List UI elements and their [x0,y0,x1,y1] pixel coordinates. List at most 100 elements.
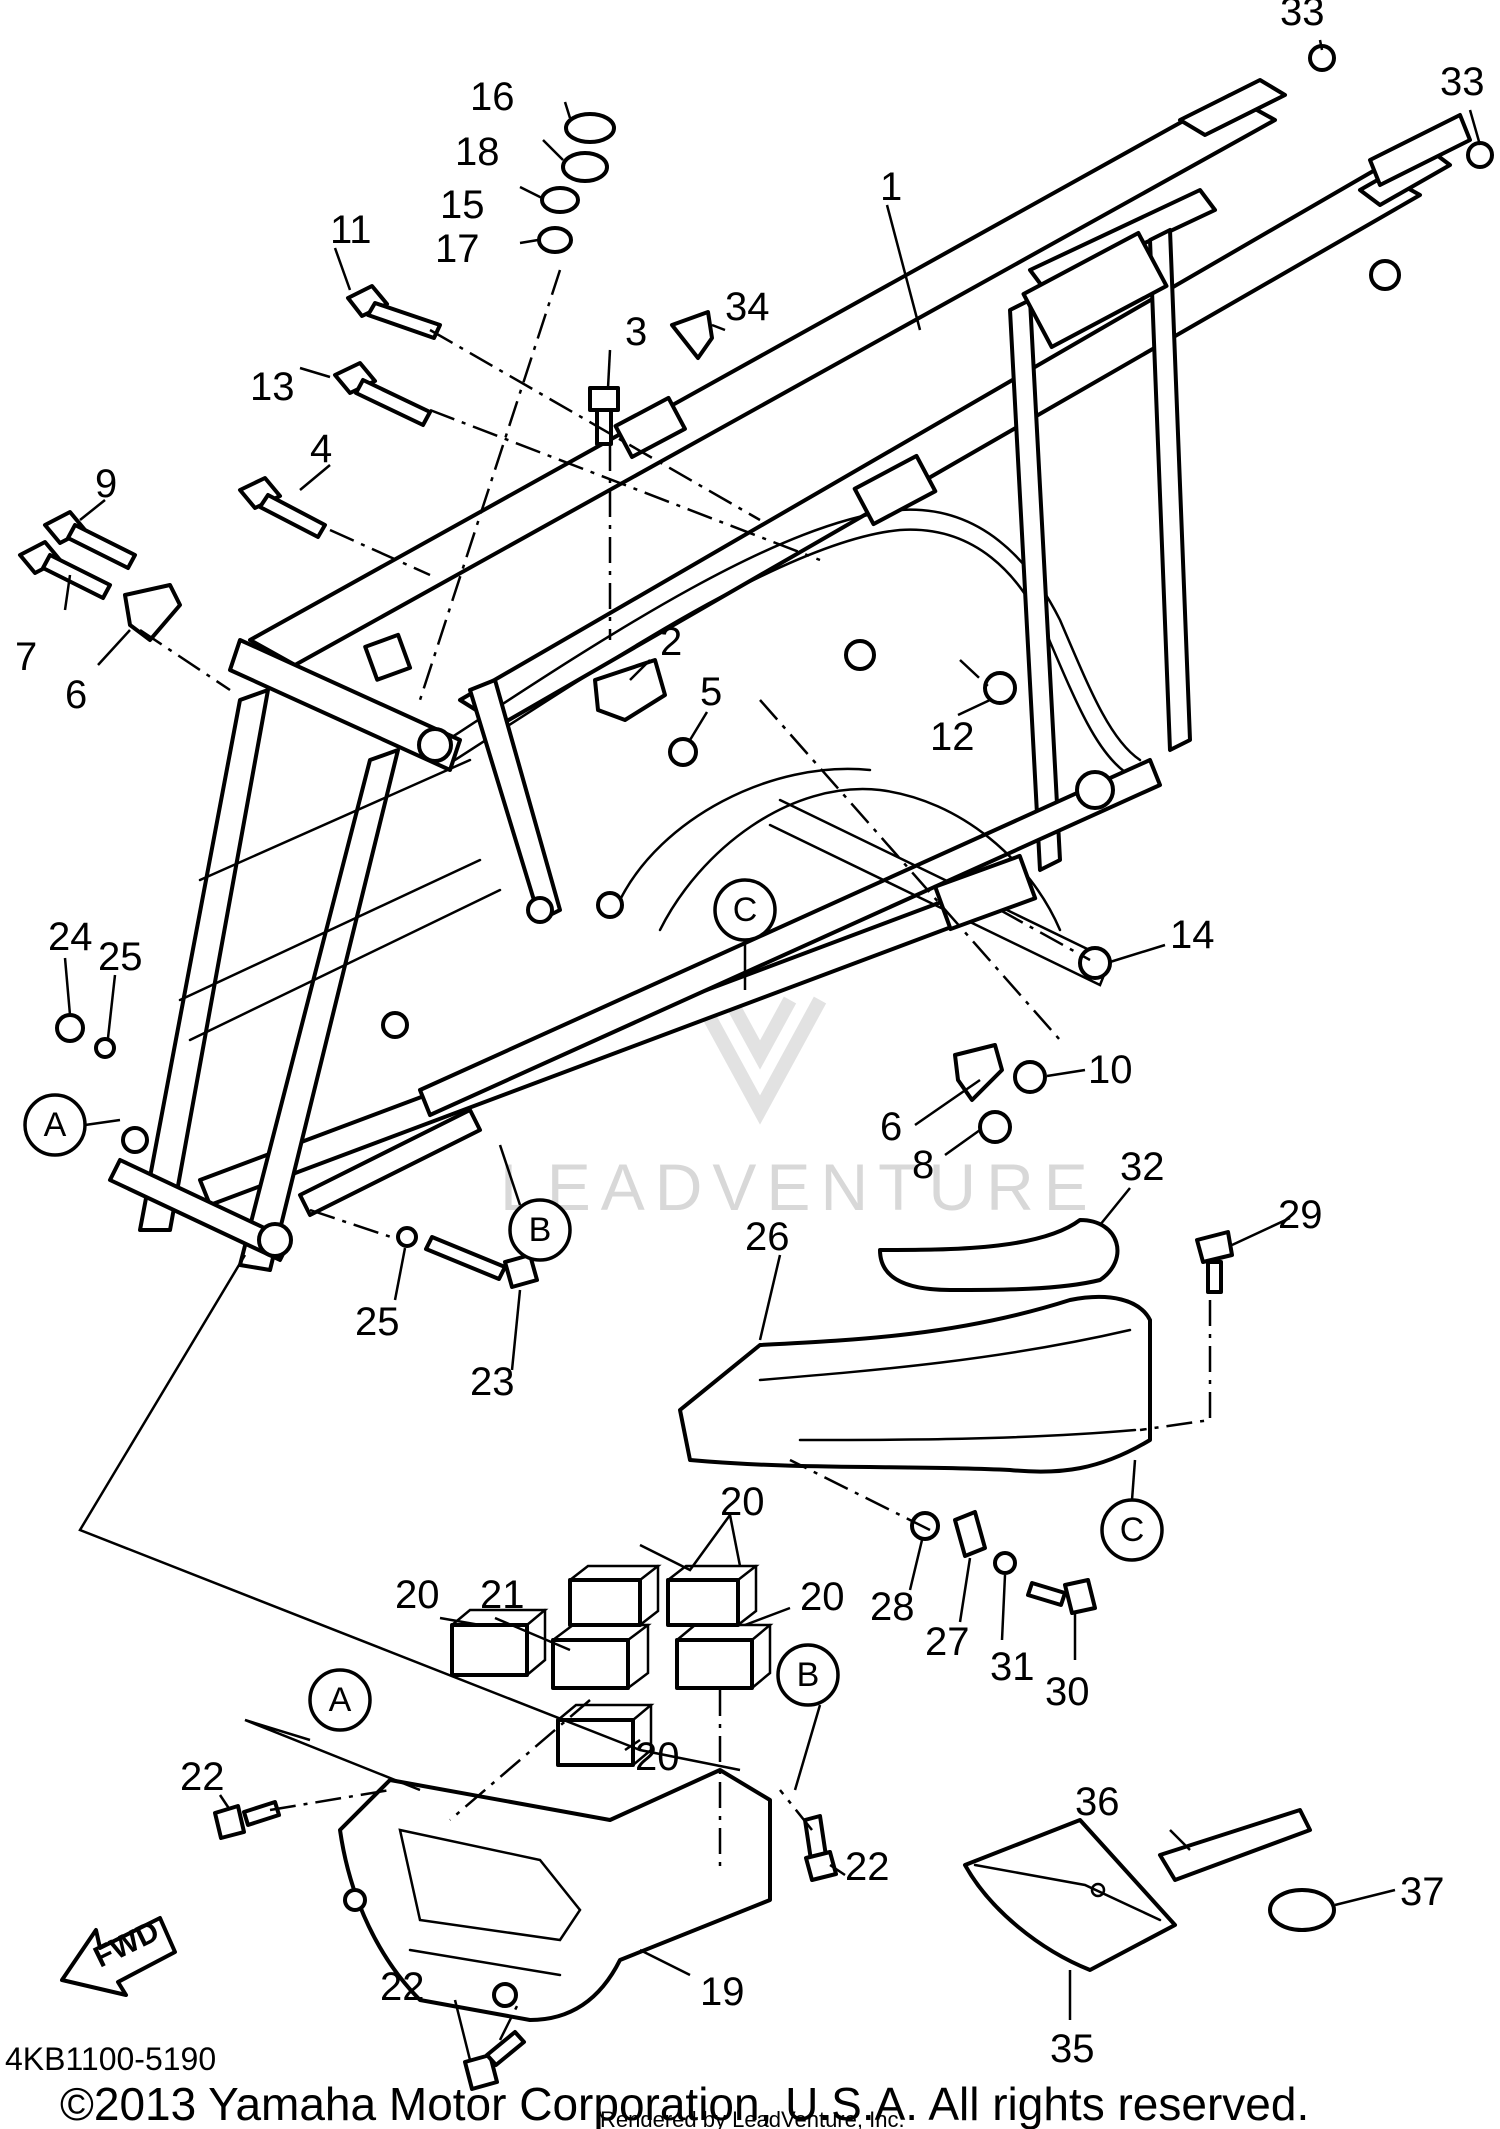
damper-20-c [666,1564,760,1627]
bolt-11 [346,284,442,340]
callout-22-bottom: 22 [380,1965,425,2009]
nut-12 [983,671,1017,705]
washer-25-left [94,1037,116,1059]
bolt-29 [1195,1230,1234,1294]
damper-20-d [675,1623,774,1690]
callout-17: 17 [435,227,480,271]
callout-36: 36 [1075,1780,1120,1824]
callout-21: 21 [480,1573,525,1617]
callout-25-lower: 25 [355,1300,400,1344]
bushing-15 [540,186,580,214]
cap-33-right [1466,141,1494,169]
callout-18: 18 [455,130,500,174]
callout-22-left: 22 [180,1755,225,1799]
callout-32: 32 [1120,1145,1165,1189]
svg-text:C: C [733,891,758,929]
bracket-6-upper [123,583,182,642]
svg-text:C: C [1120,1511,1145,1549]
callout-25-left: 25 [98,935,143,979]
label-34 [670,310,714,360]
callout-9: 9 [95,462,117,506]
damper-20-a [450,1608,549,1677]
damper-20-e [556,1703,655,1767]
bushing-18 [561,151,609,183]
copyright-notice: ©2013 Yamaha Motor Corporation, U.S.A. A… [60,2078,1309,2129]
callout-7: 7 [15,635,37,679]
svg-text:A: A [44,1106,67,1144]
callout-14: 14 [1170,913,1215,957]
nut-14 [1078,946,1112,980]
callout-29: 29 [1278,1193,1323,1237]
callout-12: 12 [930,715,975,759]
pad-32 [878,1218,1120,1292]
callout-26: 26 [745,1215,790,1259]
frame-assembly [108,78,1472,1272]
callout-27: 27 [925,1620,970,1664]
callout-19: 19 [700,1970,745,2014]
callout-11: 11 [330,208,372,252]
svg-text:A: A [329,1681,352,1719]
bolt-9 [43,510,137,570]
washer-25-lower [396,1226,418,1248]
bolt-22-bottom [463,2030,526,2091]
bolt-7 [18,540,112,600]
bolt-4 [238,476,327,539]
fwd-arrow-icon: FWD [60,1915,177,1997]
svg-text:B: B [529,1211,552,1249]
callout-4: 4 [310,427,332,471]
ref-marker-c-frame: C [713,878,777,990]
watermark-text: LEADVENTURE [500,1150,1098,1224]
nut-5 [668,737,698,767]
callout-24: 24 [48,915,93,959]
callout-15: 15 [440,183,485,227]
callout-2: 2 [660,620,682,664]
callout-13: 13 [250,365,295,409]
callout-20-a: 20 [395,1573,440,1617]
nut-10 [1013,1060,1047,1094]
callout-20-d: 20 [635,1735,680,1779]
callout-30: 30 [1045,1670,1090,1714]
callout-3: 3 [625,310,647,354]
callout-33-top: 33 [1280,0,1325,34]
callout-37: 37 [1400,1870,1445,1914]
washer-31 [993,1551,1017,1575]
ref-marker-a-frame: A [23,1093,121,1157]
tool-bag-35 [963,1818,1177,1972]
bolt-30 [1026,1578,1097,1615]
callout-33-right: 33 [1440,60,1485,104]
callout-8: 8 [912,1143,934,1187]
callout-10: 10 [1088,1048,1133,1092]
callout-labels: 1 2 3 4 5 6 6 7 8 9 10 11 12 13 14 15 16… [15,0,1485,2071]
ref-marker-b-skid: B [776,1643,840,1707]
callout-35: 35 [1050,2027,1095,2071]
plate-2 [593,658,667,722]
tool-36 [1158,1808,1312,1882]
washer-28 [910,1511,940,1541]
svg-text:B: B [797,1656,820,1694]
callout-31: 31 [990,1645,1035,1689]
callout-5: 5 [700,670,722,714]
bolt-22-left [213,1800,281,1840]
ref-marker-a-skid: A [308,1668,372,1732]
part-code: 4KB1100-5190 [5,2041,216,2077]
callout-20-c: 20 [800,1575,845,1619]
nut-24 [55,1013,85,1043]
callout-34: 34 [725,285,770,329]
ref-marker-c-shield: C [1100,1459,1164,1562]
o-ring-37 [1268,1888,1336,1932]
ref-marker-b-frame: B [498,1144,572,1262]
collar-27 [953,1510,987,1558]
callout-6-lower: 6 [880,1105,902,1149]
callout-22-right: 22 [845,1845,890,1889]
damper-21 [551,1623,652,1690]
rendered-by-notice: Rendered by LeadVenture, Inc. [600,2107,905,2129]
bolt-23 [424,1235,539,1289]
heat-shield-26 [678,1295,1152,1474]
callout-1: 1 [880,165,902,209]
callout-20-b: 20 [720,1480,765,1524]
damper-20-b [568,1564,662,1627]
bolt-22-right [803,1814,838,1882]
bushing-17 [537,226,573,254]
callout-28: 28 [870,1585,915,1629]
